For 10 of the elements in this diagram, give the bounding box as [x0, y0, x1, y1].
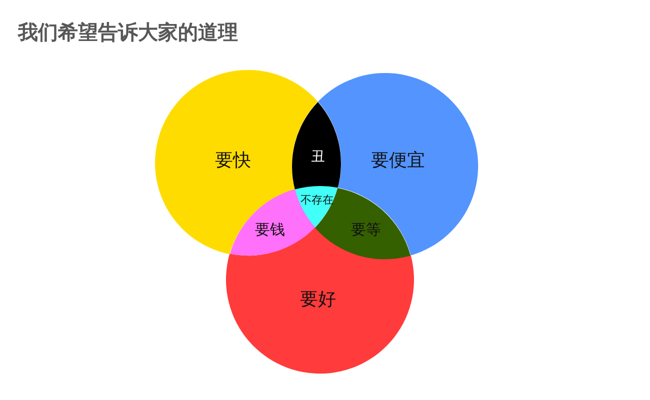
circle-label: 要快 — [214, 152, 251, 170]
region-label: 要等 — [350, 222, 381, 238]
circle-label: 要好 — [300, 290, 336, 309]
circle-label: 要便宜 — [370, 152, 425, 170]
title: 我们希望告诉大家的道理 — [18, 22, 238, 42]
region-label: 不存在 — [300, 194, 334, 206]
overlap-region — [292, 102, 341, 190]
overlap-region — [294, 186, 338, 228]
region-label: 要钱 — [254, 222, 285, 238]
region-label: 丑 — [310, 150, 325, 164]
